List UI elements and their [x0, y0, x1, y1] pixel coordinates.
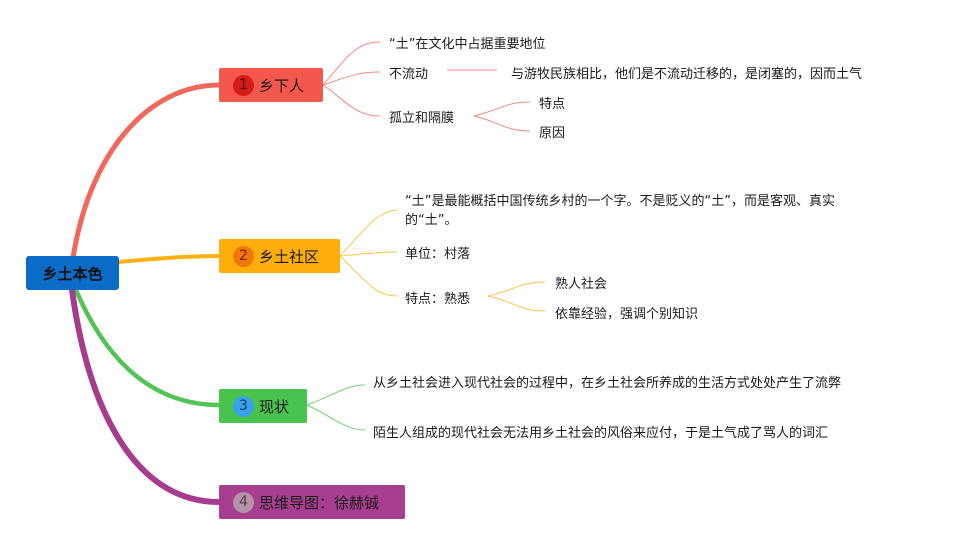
connector-b2-c2 [339, 251, 398, 257]
connector-b3-c1 [306, 384, 366, 406]
connector-b1-c4-c5 [473, 101, 531, 117]
b2-leaf-feature-familiar[interactable]: 特点：熟悉 [405, 292, 471, 307]
root-label: 乡土本色 [42, 264, 103, 283]
branch-2-node[interactable]: 2 乡土社区 [219, 239, 340, 273]
b3-leaf-stranger-society[interactable]: 陌生人组成的现代社会无法用乡土社会的风俗来应付，于是土气成了骂人的词汇 [373, 426, 829, 441]
branch-2-number-badge: 2 [233, 245, 254, 267]
branch-3-label: 现状 [259, 397, 290, 416]
connector-root-branch-2 [117, 254, 221, 264]
connector-b3-c2 [306, 404, 366, 431]
b2-leaf-unit-village[interactable]: 单位：村落 [405, 247, 471, 262]
connector-root-branch-3 [73, 287, 222, 408]
b3-leaf-transition-drawbacks[interactable]: 从乡土社会进入现代社会的过程中，在乡土社会所养成的生活方式处处产生了流弊 [373, 376, 842, 391]
b1-leaf-isolation[interactable]: 孤立和隔膜 [389, 111, 455, 126]
b1-leaf-causes[interactable]: 原因 [539, 126, 566, 141]
b1-leaf-tu-importance[interactable]: “土”在文化中占据重要地位 [389, 37, 546, 52]
branch-4-label: 思维导图：徐赫铖 [259, 493, 380, 512]
root-node[interactable]: 乡土本色 [26, 256, 119, 290]
branch-4-number-badge: 4 [233, 491, 254, 513]
branch-1-node[interactable]: 1 乡下人 [219, 68, 323, 102]
b2-leaf-acquaintance-society[interactable]: 熟人社会 [555, 277, 608, 292]
branch-1-label: 乡下人 [259, 76, 305, 95]
b1-leaf-immobile[interactable]: 不流动 [389, 67, 429, 82]
b1-leaf-nomad-comparison[interactable]: 与游牧民族相比，他们是不流动迁移的，是闭塞的，因而土气 [511, 67, 863, 82]
branch-3-node[interactable]: 3 现状 [219, 389, 307, 423]
branch-1-number-badge: 1 [233, 74, 254, 96]
connector-b1-c2 [322, 71, 381, 86]
b1-leaf-features[interactable]: 特点 [539, 97, 566, 112]
b2-leaf-tu-definition[interactable]: “土”是最能概括中国传统乡村的一个字。不是贬义的“土”，而是客观、真实的“土”。 [405, 194, 835, 228]
connector-b1-c4 [322, 84, 381, 117]
connector-root-branch-1 [70, 82, 222, 261]
connector-b2-c3-c4 [487, 281, 546, 297]
connector-b2-c3-c5 [487, 295, 546, 312]
branch-2-label: 乡土社区 [259, 247, 320, 266]
connector-b1-c1 [322, 41, 381, 86]
b2-leaf-experience-knowledge[interactable]: 依靠经验，强调个别知识 [555, 307, 699, 322]
branch-3-number-badge: 3 [233, 395, 254, 417]
connector-b1-c4-c6 [473, 115, 531, 132]
branch-4-node[interactable]: 4 思维导图：徐赫铖 [219, 485, 405, 519]
connector-b2-c3 [339, 255, 398, 297]
connector-b2-c1 [339, 209, 398, 257]
connector-root-branch-4 [69, 287, 222, 505]
